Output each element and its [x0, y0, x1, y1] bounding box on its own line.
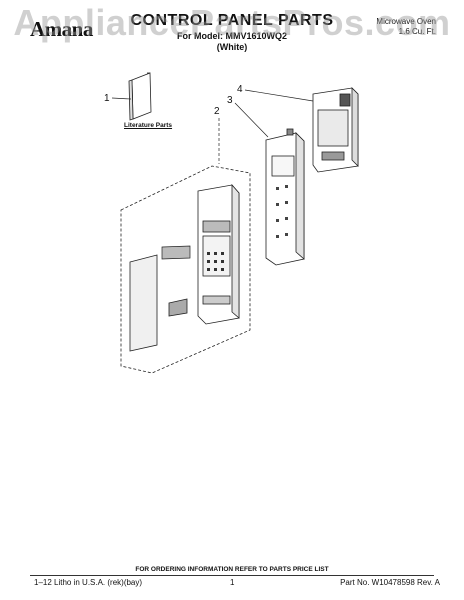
callout-3: 3 — [227, 95, 233, 106]
control-bracket — [265, 128, 305, 266]
leader-line-3 — [234, 102, 269, 138]
watermark: AppliancePartsPros.com — [13, 2, 451, 43]
model-line: For Model: MMV1610WQ2 — [176, 31, 287, 41]
litho-info: 1–12 Litho in U.S.A. (rek)(bay) — [34, 578, 143, 587]
product-size: 1.6 Cu. Ft. — [398, 27, 436, 36]
callout-1: 1 — [104, 93, 110, 104]
display-window — [161, 245, 191, 260]
control-panel-front — [197, 183, 240, 325]
footer-divider — [30, 575, 434, 576]
callout-4: 4 — [237, 84, 243, 95]
literature-booklet — [128, 72, 152, 121]
product-type: Microwave Oven — [376, 17, 436, 26]
document-part-number: Part No. W10478598 Rev. A — [340, 578, 440, 587]
assembly-outline — [120, 165, 251, 374]
brand-logo: Amana — [30, 17, 93, 41]
ordering-note: FOR ORDERING INFORMATION REFER TO PARTS … — [135, 566, 329, 573]
literature-parts-label: Literature Parts — [124, 122, 173, 129]
page-title: CONTROL PANEL PARTS — [130, 12, 334, 29]
color-line: (White) — [216, 42, 248, 52]
page-number: 1 — [230, 578, 235, 587]
touchpad-overlay — [129, 254, 188, 352]
callout-2: 2 — [214, 106, 220, 117]
leader-line-4 — [244, 89, 314, 102]
control-board — [312, 87, 359, 173]
leader-line-1 — [111, 97, 132, 100]
